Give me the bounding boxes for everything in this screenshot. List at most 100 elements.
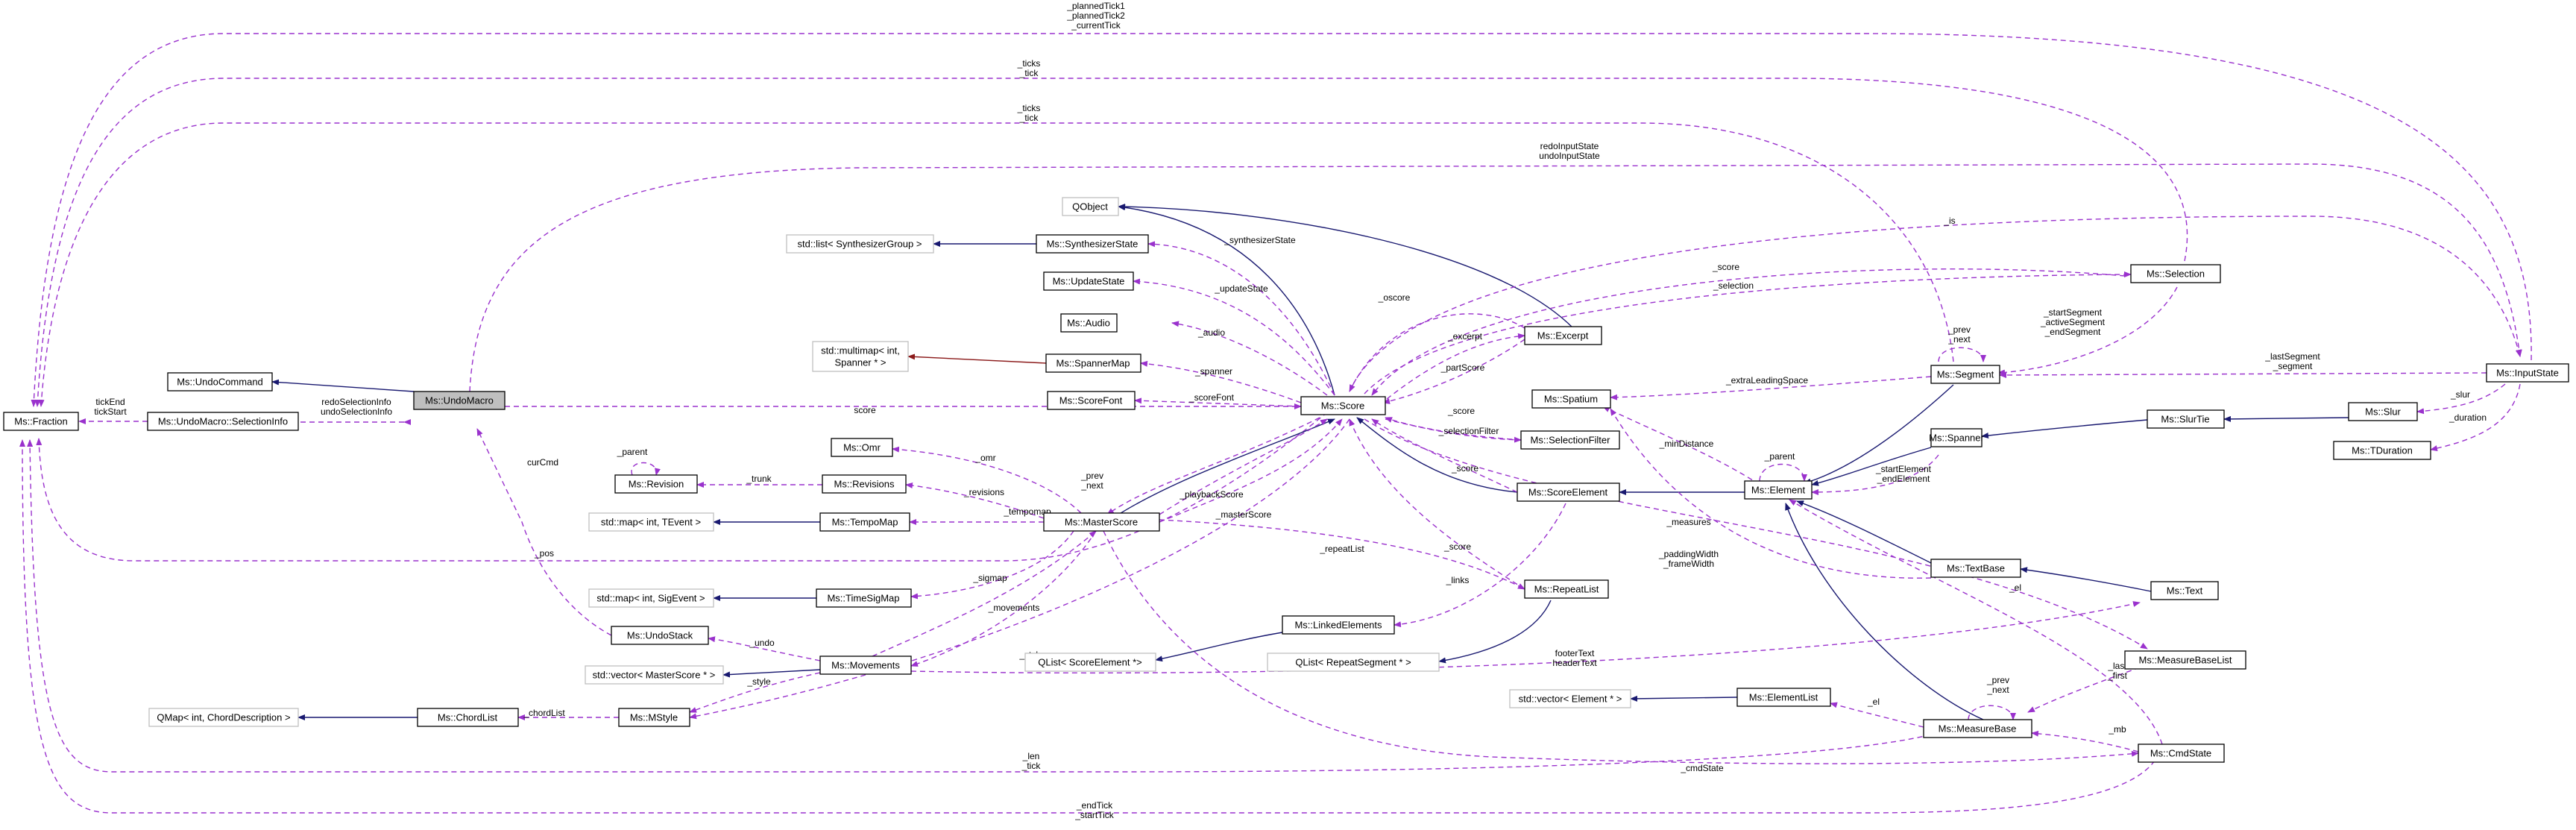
- node-undomacro[interactable]: Ms::UndoMacro: [413, 391, 506, 410]
- node-measure-base[interactable]: Ms::MeasureBase: [1923, 719, 2032, 738]
- edge-measurebaselist-measurebase: [2027, 667, 2141, 713]
- node-movements[interactable]: Ms::Movements: [819, 655, 912, 675]
- edge-score-measurebaselist: [1364, 418, 2148, 650]
- label-extra-leading-space: _extraLeadingSpace: [1725, 375, 1808, 386]
- svg-text:Ms::Spatium: Ms::Spatium: [1544, 394, 1598, 405]
- edge-excerpt-score-oscore: [1349, 313, 1525, 392]
- edge-masterscore-score-playback: [1159, 418, 1328, 515]
- node-map-sigevent[interactable]: std::map< int, SigEvent >: [588, 588, 714, 608]
- edge-score-mstyle: [689, 418, 1350, 720]
- node-input-state[interactable]: Ms::InputState: [2486, 363, 2569, 383]
- node-measure-base-list[interactable]: Ms::MeasureBaseList: [2124, 650, 2246, 670]
- node-update-state[interactable]: Ms::UpdateState: [1043, 271, 1134, 291]
- node-spatium[interactable]: Ms::Spatium: [1531, 389, 1611, 409]
- node-cmd-state[interactable]: Ms::CmdState: [2138, 743, 2225, 763]
- node-undocommand[interactable]: Ms::UndoCommand: [167, 372, 273, 392]
- label-segment: _segment: [2273, 361, 2313, 371]
- label-planned-tick1: _plannedTick1: [1066, 1, 1125, 11]
- svg-text:Ms::UpdateState: Ms::UpdateState: [1053, 276, 1125, 287]
- label-sigmap: _sigmap: [972, 573, 1007, 583]
- node-masterscore[interactable]: Ms::MasterScore: [1043, 512, 1160, 532]
- node-spanner[interactable]: Ms::Spanner: [1929, 428, 1985, 447]
- svg-text:Ms::TimeSigMap: Ms::TimeSigMap: [827, 593, 899, 604]
- node-score[interactable]: Ms::Score: [1300, 396, 1386, 415]
- node-list-synth[interactable]: std::list< SynthesizerGroup >: [786, 234, 934, 254]
- node-selection-filter[interactable]: Ms::SelectionFilter: [1520, 430, 1620, 450]
- edge-undomacro-undocommand: [271, 379, 415, 392]
- label-next-masterscore: _next: [1080, 480, 1103, 491]
- edge-selectionfilter-score: [1385, 417, 1522, 441]
- svg-text:QList< ScoreElement *>: QList< ScoreElement *>: [1038, 657, 1141, 668]
- edge-masterscore-movements: [910, 530, 1097, 667]
- node-element[interactable]: Ms::Element: [1744, 480, 1813, 500]
- label-undo-selection-info: undoSelectionInfo: [321, 406, 392, 417]
- node-chordlist[interactable]: Ms::ChordList: [417, 708, 519, 727]
- edge-score-scorefont: [1134, 397, 1302, 407]
- node-selection[interactable]: Ms::Selection: [2130, 264, 2221, 283]
- label-last: _last: [2107, 661, 2127, 671]
- edge-element-spatium: [1602, 406, 1760, 485]
- node-multimap[interactable]: std::multimap< int,Spanner * >: [812, 341, 909, 372]
- label-oscore: _oscore: [1378, 292, 1411, 303]
- edge-elementlist-vector: [1630, 695, 1738, 702]
- node-undostack[interactable]: Ms::UndoStack: [611, 626, 709, 645]
- node-timesigmap[interactable]: Ms::TimeSigMap: [816, 588, 912, 608]
- label-tempomap: _tempomap: [1003, 506, 1051, 517]
- node-score-font[interactable]: Ms::ScoreFont: [1047, 391, 1136, 410]
- node-fraction[interactable]: Ms::Fraction: [3, 412, 79, 431]
- node-qobject[interactable]: QObject: [1062, 197, 1119, 216]
- edge-inputstate-segment: [1999, 371, 2487, 378]
- svg-text:Ms::Text: Ms::Text: [2167, 585, 2203, 597]
- label-repeat-list: _repeatList: [1319, 544, 1364, 554]
- node-linked-elements[interactable]: Ms::LinkedElements: [1282, 615, 1395, 635]
- node-qlist-repeatsegment[interactable]: QList< RepeatSegment * >: [1267, 653, 1440, 672]
- node-revisions[interactable]: Ms::Revisions: [822, 474, 907, 494]
- node-audio[interactable]: Ms::Audio: [1060, 313, 1118, 333]
- label-selection-filter: _selectionFilter: [1438, 426, 1499, 436]
- node-synthesizer-state[interactable]: Ms::SynthesizerState: [1036, 234, 1149, 254]
- node-slurtie[interactable]: Ms::SlurTie: [2147, 409, 2225, 429]
- node-selectioninfo[interactable]: Ms::UndoMacro::SelectionInfo: [147, 412, 299, 431]
- node-omr[interactable]: Ms::Omr: [831, 438, 893, 457]
- label-current-tick: _currentTick: [1071, 20, 1121, 31]
- edge-movements-mstyle: [689, 672, 821, 713]
- node-vector-masterscore[interactable]: std::vector< MasterScore * >: [585, 665, 724, 685]
- svg-text:Ms::ScoreElement: Ms::ScoreElement: [1528, 487, 1608, 498]
- node-tempomap[interactable]: Ms::TempoMap: [819, 512, 910, 532]
- svg-text:Ms::MStyle: Ms::MStyle: [630, 712, 678, 723]
- node-excerpt[interactable]: Ms::Excerpt: [1524, 326, 1602, 345]
- edge-spanner-element: [1811, 447, 1932, 486]
- node-map-tevent[interactable]: std::map< int, TEvent >: [588, 512, 714, 532]
- label-next-segment: _next: [1947, 334, 1971, 345]
- node-element-list[interactable]: Ms::ElementList: [1736, 688, 1831, 707]
- label-cmd-state: _cmdState: [1680, 763, 1724, 773]
- node-repeat-list[interactable]: Ms::RepeatList: [1524, 579, 1609, 599]
- label-parent-revision: _parent: [617, 447, 648, 457]
- svg-text:Ms::Spanner: Ms::Spanner: [1929, 433, 1984, 444]
- edge-textbase-element: [1796, 500, 1932, 564]
- node-tduration[interactable]: Ms::TDuration: [2333, 441, 2431, 460]
- svg-text:Ms::SpannerMap: Ms::SpannerMap: [1056, 358, 1130, 369]
- node-spannermap[interactable]: Ms::SpannerMap: [1045, 353, 1141, 373]
- svg-text:Ms::ScoreFont: Ms::ScoreFont: [1059, 395, 1123, 406]
- svg-text:Ms::MeasureBase: Ms::MeasureBase: [1939, 723, 2017, 735]
- edge-score-fraction-pos: [36, 406, 1335, 562]
- label-first: _first: [2107, 670, 2128, 681]
- node-text[interactable]: Ms::Text: [2150, 581, 2219, 600]
- svg-text:Ms::Excerpt: Ms::Excerpt: [1537, 330, 1589, 342]
- label-parent-element: _parent: [1764, 451, 1795, 462]
- node-score-element[interactable]: Ms::ScoreElement: [1517, 482, 1620, 502]
- node-revision[interactable]: Ms::Revision: [614, 474, 698, 494]
- node-slur[interactable]: Ms::Slur: [2348, 402, 2418, 421]
- node-segment[interactable]: Ms::Segment: [1930, 365, 2000, 384]
- node-qlist-scoreelement[interactable]: QList< ScoreElement *>: [1024, 653, 1156, 672]
- edge-cmdstate-fraction: [19, 439, 2155, 814]
- label-trunk: _trunk: [746, 474, 772, 484]
- node-vector-element[interactable]: std::vector< Element * >: [1509, 689, 1631, 708]
- node-qmap-chord[interactable]: QMap< int, ChordDescription >: [148, 708, 299, 727]
- edge-masterscore-omr: [892, 446, 1082, 514]
- node-textbase[interactable]: Ms::TextBase: [1930, 559, 2021, 578]
- edge-score-selection: [1364, 271, 2132, 394]
- node-mstyle[interactable]: Ms::MStyle: [618, 708, 690, 727]
